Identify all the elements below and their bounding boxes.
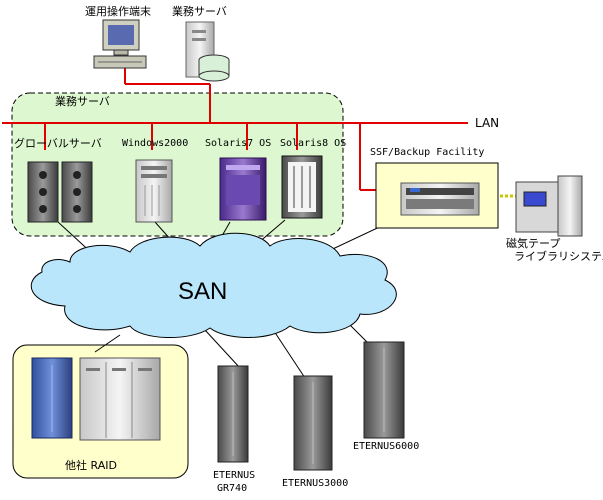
tape-library-label-2: ライブラリシステム bbox=[514, 250, 603, 263]
eternus-gr740-icon bbox=[217, 365, 249, 463]
eternus3000-label: ETERNUS3000 bbox=[282, 478, 349, 489]
operation-terminal-label: 運用操作端末 bbox=[85, 5, 151, 18]
tape-library-icon bbox=[515, 175, 583, 237]
lan-label: LAN bbox=[475, 116, 500, 130]
global-server-label: グローバルサーバ bbox=[14, 137, 102, 150]
eternus-gr740-label-2: GR740 bbox=[217, 483, 248, 494]
backup-server-icon bbox=[400, 182, 480, 216]
eternus6000-icon bbox=[363, 341, 405, 439]
eternus3000-icon bbox=[293, 375, 333, 471]
business-server-label: 業務サーバ bbox=[172, 5, 227, 18]
san-cloud bbox=[30, 232, 397, 338]
tape-library-label-1: 磁気テープ bbox=[506, 237, 561, 250]
other-raid-icon bbox=[31, 357, 161, 441]
computer-terminal-icon bbox=[93, 19, 147, 69]
ssf-backup-label: SSF/Backup Facility bbox=[370, 147, 485, 158]
business-server-group-label: 業務サーバ bbox=[55, 95, 110, 108]
solaris8-server-icon bbox=[281, 155, 323, 219]
global-server-icon bbox=[27, 161, 93, 223]
eternus6000-label: ETERNUS6000 bbox=[353, 441, 420, 452]
business-server-icon bbox=[185, 21, 230, 82]
solaris8-label: Solaris8 OS bbox=[280, 138, 347, 149]
eternus-gr740-label-1: ETERNUS bbox=[213, 470, 256, 481]
other-raid-label: 他社 RAID bbox=[65, 459, 117, 472]
solaris7-server-icon bbox=[219, 157, 267, 221]
solaris7-label: Solaris7 OS bbox=[205, 138, 272, 149]
san-label: SAN bbox=[178, 278, 228, 305]
lan-network bbox=[2, 66, 468, 191]
windows2000-label: Windows2000 bbox=[122, 138, 189, 149]
windows-server-icon bbox=[135, 159, 173, 223]
